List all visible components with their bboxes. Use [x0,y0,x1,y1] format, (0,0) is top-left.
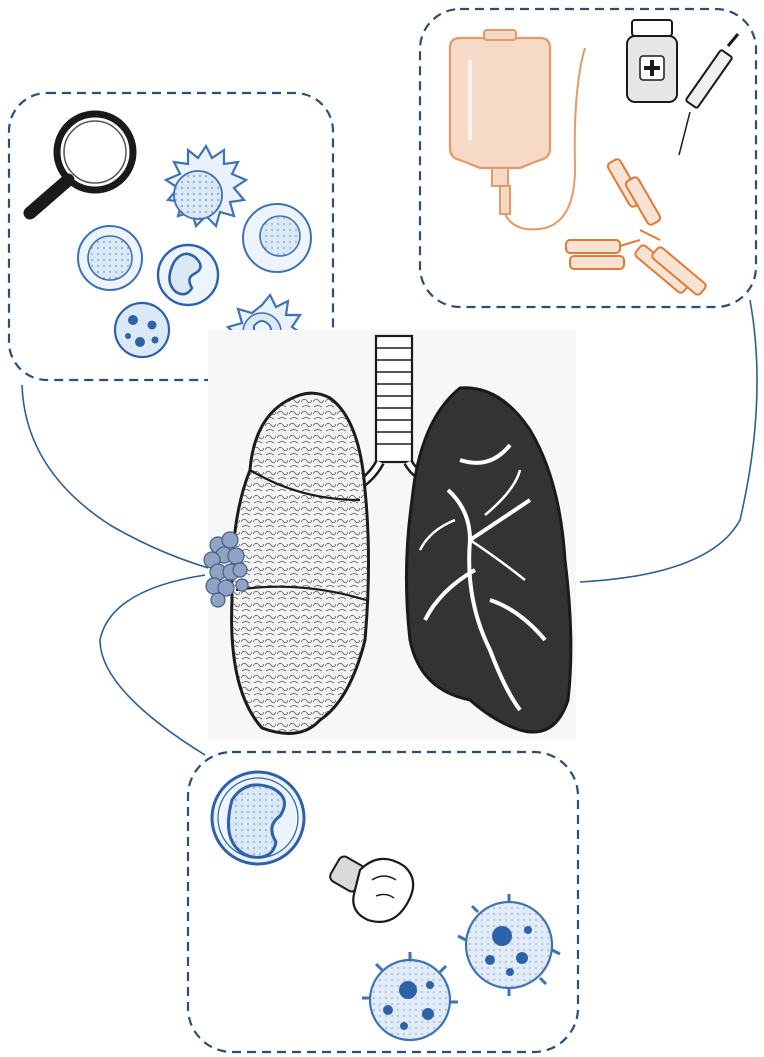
connector-detection [22,385,235,575]
syringe-icon [679,34,738,155]
tumor-cell-2-icon [362,952,458,1040]
tumor-cell-icon [458,894,560,996]
lymphocyte-icon [78,226,142,290]
pill-bottle-icon [627,20,677,102]
neutrophil-icon [158,245,218,305]
antibody-icon [566,158,707,296]
boxing-glove-icon [328,854,413,922]
granulocyte-icon [243,204,311,272]
t-cell-icon [212,772,304,864]
iv-bag-icon [450,30,585,229]
connector-treatment [580,300,757,582]
macrophage-icon [115,303,169,357]
connector-attack [100,575,205,755]
magnifying-glass-icon [30,114,133,213]
dendritic-cell-icon [166,146,246,226]
